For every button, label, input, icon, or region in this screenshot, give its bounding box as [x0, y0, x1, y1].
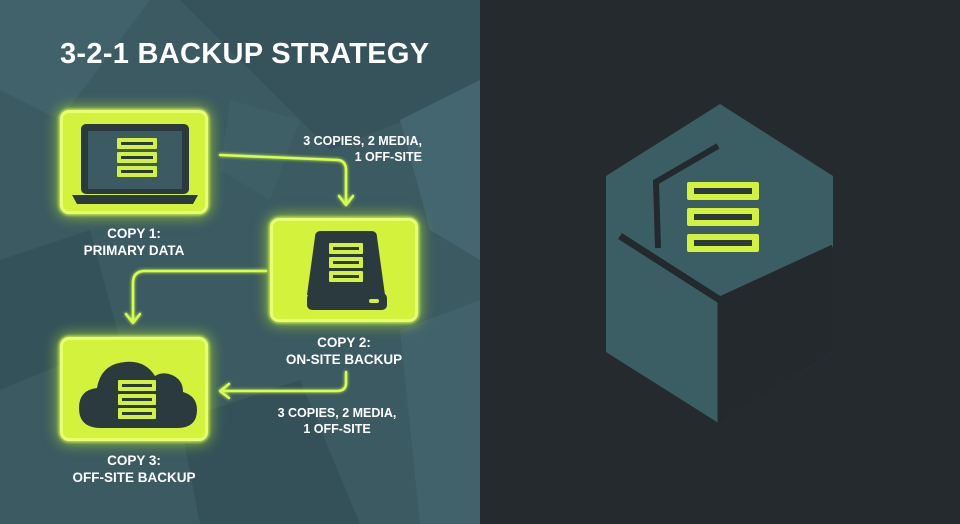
- external-drive-icon: [307, 231, 387, 310]
- arrow-copy2-to-copy3-return: [220, 370, 348, 393]
- copy3-label-line1: COPY 3:: [107, 453, 161, 468]
- copy2-label: COPY 2: ON-SITE BACKUP: [266, 334, 422, 368]
- annotation-bottom: 3 COPIES, 2 MEDIA, 1 OFF-SITE: [262, 405, 412, 437]
- copy3-label: COPY 3: OFF-SITE BACKUP: [56, 452, 212, 486]
- annotation-top: 3 COPIES, 2 MEDIA, 1 OFF-SITE: [280, 133, 422, 165]
- annotation-bottom-line2: 1 OFF-SITE: [303, 422, 371, 436]
- copy3-card: [60, 337, 208, 441]
- copy2-label-line2: ON-SITE BACKUP: [285, 352, 403, 367]
- flow-connectors: [124, 153, 355, 400]
- logo-panel: [480, 0, 960, 524]
- annotation-top-line2: 1 OFF-SITE: [354, 150, 422, 164]
- arrow-copy2-to-copy3: [131, 269, 268, 323]
- laptop-server-icon: [72, 124, 198, 204]
- hexagon-box-server-icon: [606, 104, 835, 424]
- copy2-card: [270, 218, 418, 322]
- copy3-label-line2: OFF-SITE BACKUP: [72, 470, 196, 485]
- copy1-label-line1: COPY 1:: [107, 226, 161, 241]
- copy1-label: COPY 1: PRIMARY DATA: [60, 225, 208, 259]
- copy1-card: [60, 110, 208, 214]
- arrow-copy1-to-copy2: [218, 153, 348, 205]
- page-title: 3-2-1 BACKUP STRATEGY: [60, 38, 430, 70]
- copy1-label-line2: PRIMARY DATA: [83, 243, 185, 258]
- cloud-server-icon: [79, 361, 197, 428]
- annotation-bottom-line1: 3 COPIES, 2 MEDIA,: [277, 406, 397, 420]
- annotation-top-line1: 3 COPIES, 2 MEDIA,: [303, 134, 422, 148]
- copy2-label-line1: COPY 2:: [317, 335, 371, 350]
